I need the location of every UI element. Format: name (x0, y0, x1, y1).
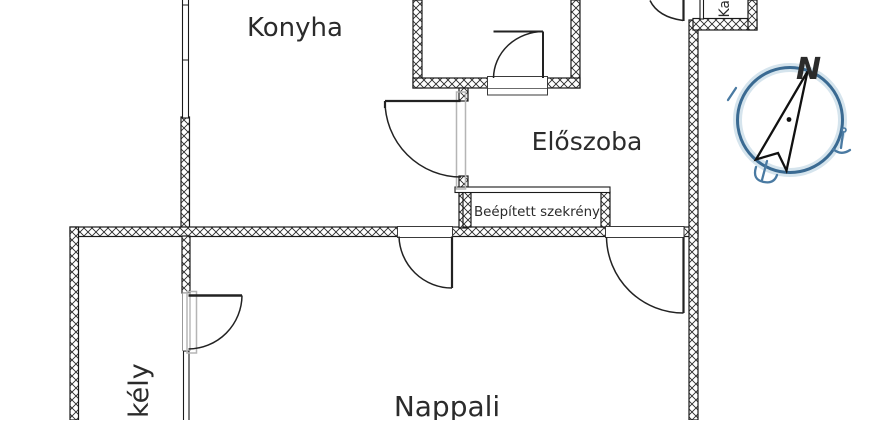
door-leaf-bathroom (493, 30, 544, 78)
door-arc-top-right (649, 0, 684, 22)
closet-label: Beépített szekrény (474, 205, 600, 220)
wall-main-horizontal-mid (451, 226, 607, 238)
compass-ring (736, 66, 844, 174)
door-frame-kitchen (455, 91, 467, 190)
window-balcony (182, 350, 190, 423)
doors (188, 0, 685, 350)
room-label-eloszoba: Előszoba (532, 127, 643, 156)
wall-balcony-partition (181, 235, 191, 294)
threshold-hall-left-door (397, 226, 453, 238)
room-label-konyha: Konyha (247, 13, 343, 43)
compass-north-label: N (796, 52, 821, 87)
door-arc-kitchen (384, 100, 462, 178)
door-arc-bathroom (492, 30, 544, 79)
wall-main-horizontal-left (69, 226, 399, 238)
room-label-nappali: Nappali (394, 390, 500, 420)
window-kitchen-ticks (182, 4, 189, 61)
door-leaf-kitchen (383, 99, 461, 108)
threshold-bathroom-door (487, 76, 548, 96)
wall-hall-kitchen-upper (458, 87, 469, 102)
compass-anchor-marks (726, 86, 852, 184)
closet-front-line (454, 186, 611, 194)
compass-mark-right (831, 131, 852, 154)
threshold-hall-right-door (605, 226, 685, 238)
wall-kamra-right (747, 0, 758, 31)
wall-bathroom-bottom-b (544, 77, 581, 89)
wall-kitchen-left (180, 116, 191, 231)
wall-closet-left (462, 191, 472, 228)
door-arc-balcony (188, 295, 243, 350)
window-kitchen (181, 0, 190, 119)
room-labels: Konyha Előszoba Nappali kély Ka Beépítet… (124, 0, 733, 423)
compass-center-dot (786, 117, 792, 122)
door-arc-living-right (605, 236, 684, 314)
room-label-kamra: Ka (717, 0, 733, 18)
wall-bathroom-left (412, 0, 423, 89)
wall-balcony-left (69, 226, 80, 421)
walls (69, 0, 758, 421)
windows (181, 0, 705, 423)
room-label-erkely: kély (124, 363, 155, 418)
compass-needle (753, 70, 809, 175)
door-frame-balcony (186, 290, 198, 354)
compass-mark-right-ring (841, 127, 847, 133)
wall-closet-right (600, 191, 611, 228)
compass-rose: N (726, 52, 852, 184)
door-frames (186, 91, 467, 354)
compass-mark-bottom (753, 159, 779, 184)
kamra-left-line (699, 0, 705, 20)
wall-bathroom-bottom-a (412, 77, 494, 89)
wall-bathroom-right (570, 0, 581, 89)
wall-right-main (688, 19, 699, 421)
compass-mark-left (726, 86, 738, 102)
door-arc-living-left (398, 236, 453, 289)
